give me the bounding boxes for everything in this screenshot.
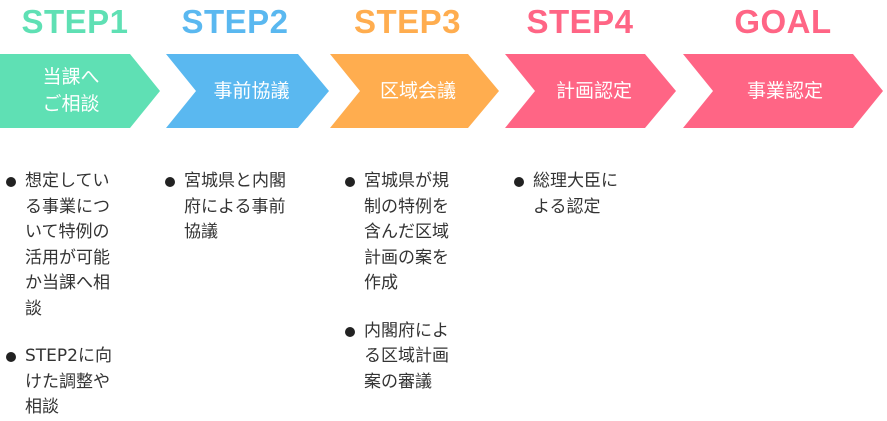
- step-title: STEP3: [353, 3, 462, 40]
- bullet-item: 宮城県が規 制の特例を 含んだ区域 計画の案を 作成: [344, 169, 504, 297]
- step-arrow-label: 区域会議: [379, 79, 456, 102]
- bullet-text: 総理大臣に よる認定: [533, 171, 618, 217]
- step-title: STEP2: [181, 3, 289, 40]
- step-arrow-label: 当課へ ご相談: [42, 66, 100, 115]
- step-arrow-label: 計画認定: [555, 79, 632, 102]
- bullet-item: 想定してい る事業につ いて特例の 活用が可能 か当課へ相 談: [5, 169, 155, 322]
- bullet-item: STEP2に向 けた調整や 相談: [5, 344, 155, 421]
- bullet-text: 宮城県と内閣 府による事前 協議: [184, 171, 286, 242]
- bullet-dot-icon: [165, 177, 175, 187]
- bullet-item: 総理大臣に よる認定: [513, 169, 673, 220]
- chevron-arrow-shape: [166, 54, 329, 128]
- step-title: STEP4: [526, 3, 634, 40]
- bullet-dot-icon: [6, 352, 16, 362]
- bullet-list: 総理大臣に よる認定: [513, 169, 673, 220]
- bullet-dot-icon: [345, 326, 355, 337]
- step-arrow: 区域会議: [330, 54, 499, 128]
- bullet-item: 宮城県と内閣 府による事前 協議: [164, 169, 324, 246]
- chevron-arrow-shape: [505, 54, 676, 128]
- chevron-arrow-shape: [683, 54, 883, 128]
- step-arrow: 事前協議: [166, 54, 329, 128]
- step-title: STEP1: [21, 3, 129, 40]
- step-title: GOAL: [734, 3, 832, 40]
- step-arrow: 当課へ ご相談: [0, 54, 160, 128]
- step-arrow: 事業認定: [683, 54, 883, 128]
- bullet-list: 想定してい る事業につ いて特例の 活用が可能 か当課へ相 談 STEP2に向 …: [5, 169, 155, 421]
- step-arrow-label: 事前協議: [213, 79, 290, 102]
- step-arrow: 計画認定: [505, 54, 676, 128]
- step-arrow-label: 事業認定: [746, 79, 823, 102]
- bullet-dot-icon: [6, 177, 16, 187]
- bullet-list: 宮城県が規 制の特例を 含んだ区域 計画の案を 作成 内閣府によ る区域計画 案…: [344, 169, 504, 395]
- bullet-text: 宮城県が規 制の特例を 含んだ区域 計画の案を 作成: [364, 171, 449, 293]
- bullet-text: 内閣府によ る区域計画 案の審議: [364, 320, 449, 392]
- bullet-dot-icon: [514, 177, 524, 187]
- chevron-arrow-shape: [0, 54, 160, 128]
- bullet-list: 宮城県と内閣 府による事前 協議: [164, 169, 324, 246]
- bullet-dot-icon: [345, 177, 355, 187]
- bullet-text: STEP2に向 けた調整や 相談: [25, 346, 112, 417]
- bullet-text: 想定してい る事業につ いて特例の 活用が可能 か当課へ相 談: [25, 171, 110, 319]
- bullet-item: 内閣府によ る区域計画 案の審議: [344, 319, 504, 396]
- chevron-arrow-shape: [330, 54, 499, 128]
